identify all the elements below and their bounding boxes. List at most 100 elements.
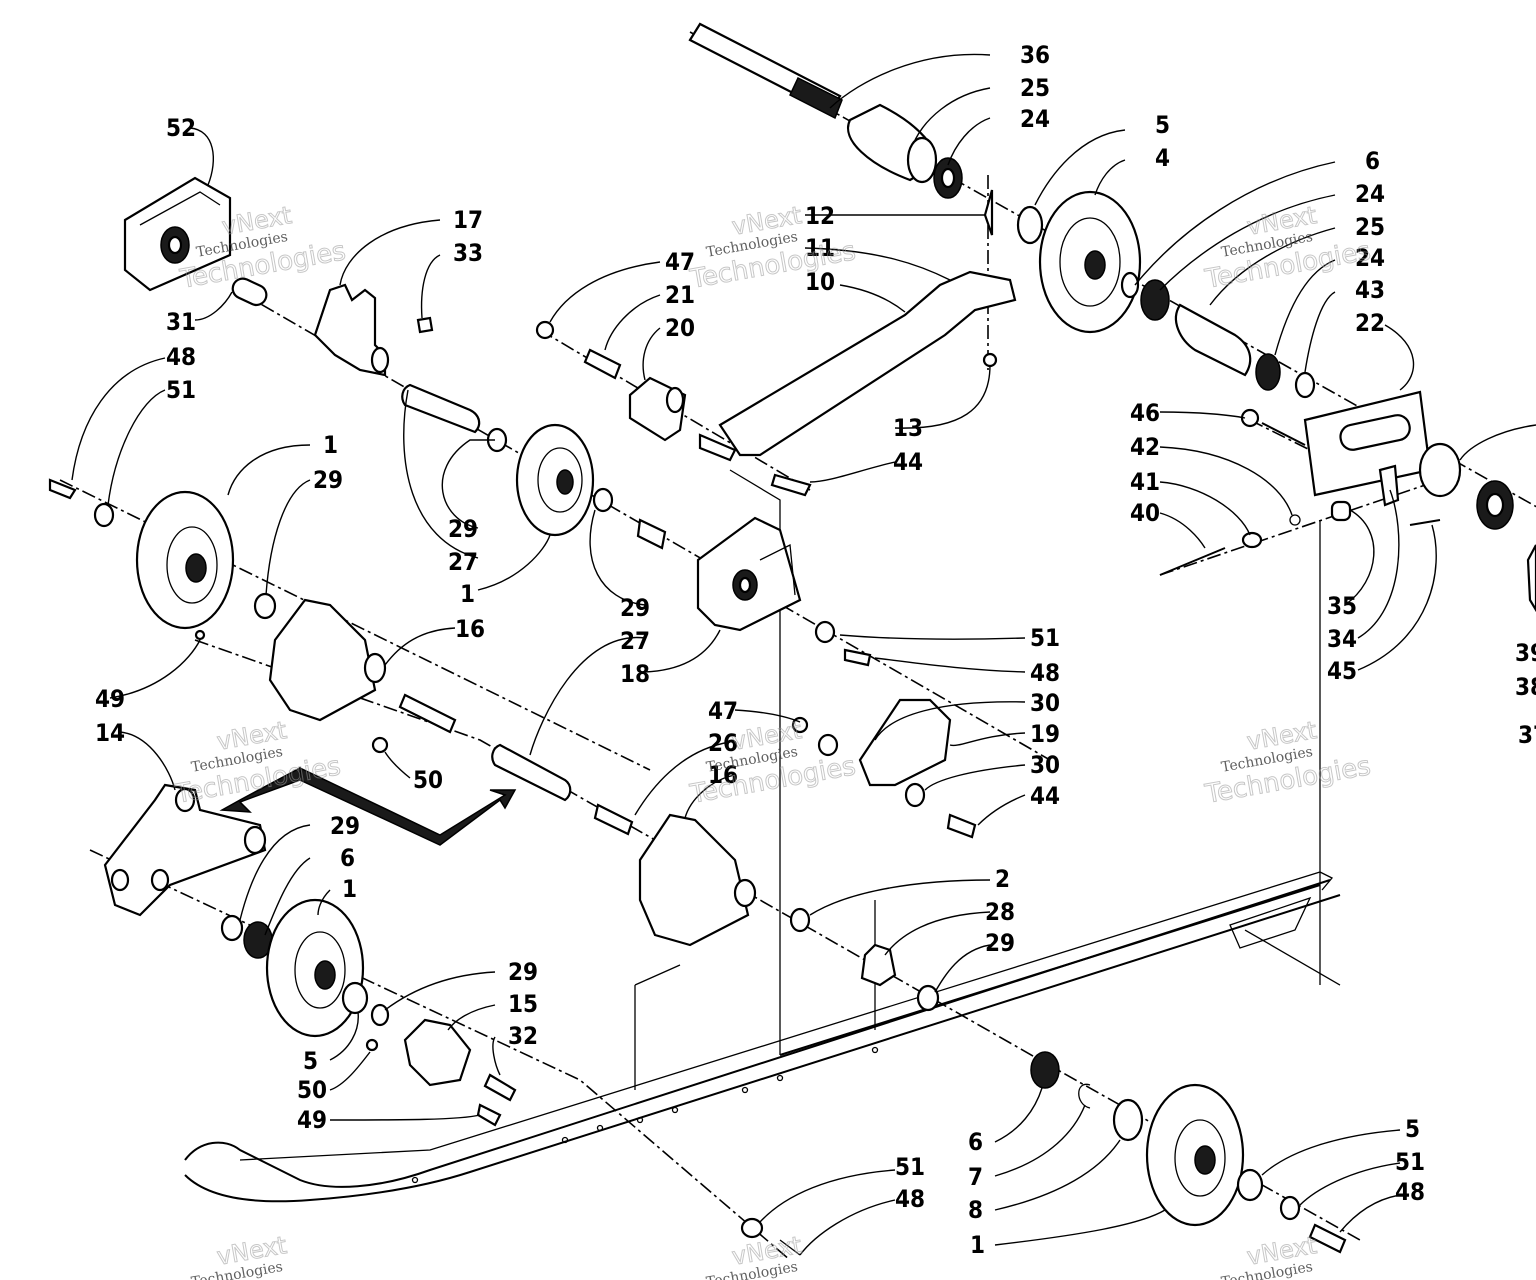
callout-20: 20 [665,314,695,342]
callout-19: 19 [1030,720,1060,748]
block-20 [535,320,687,442]
callout-47: 47 [665,248,695,276]
callout-49: 49 [95,685,125,713]
callout-40: 40 [1130,499,1160,527]
watermark: vNext Technologies Technologies [177,201,349,296]
callout-43: 43 [1355,276,1385,304]
callout-13: 13 [893,414,923,442]
callout-24: 24 [1355,244,1385,272]
callout-29: 29 [330,812,360,840]
shaft-36 [688,22,963,199]
wheel-and-bracket-left [48,478,634,836]
callout-29: 29 [313,466,343,494]
watermark: vNext Technologies Technologies [1202,716,1374,811]
callout-6: 6 [968,1128,983,1156]
callout-16: 16 [708,761,738,789]
callout-26: 26 [708,729,738,757]
callout-25: 25 [1020,74,1050,102]
callout-28: 28 [985,898,1015,926]
callout-32: 32 [508,1022,538,1050]
callout-1: 1 [460,580,475,608]
callout-4: 4 [1155,144,1170,172]
callout-18: 18 [620,660,650,688]
bracket-52 [123,176,268,307]
callout-5: 5 [303,1047,318,1075]
block-19 [791,698,977,839]
callout-48: 48 [895,1185,925,1213]
callout-36: 36 [1020,41,1050,69]
callout-27: 27 [448,548,478,576]
callout-11: 11 [805,234,835,262]
callout-48: 48 [1395,1178,1425,1206]
callout-6: 6 [1365,147,1380,175]
large-wheel-4 [1016,190,1536,613]
callout-44: 44 [1030,782,1060,810]
spacers-upper [401,383,667,550]
callout-49: 49 [297,1106,327,1134]
callout-47: 47 [708,697,738,725]
callout-29: 29 [985,929,1015,957]
callout-8: 8 [968,1196,983,1224]
callout-24: 24 [1020,105,1050,133]
callout-1: 1 [970,1231,985,1259]
watermark: vNext Technologies [1220,1231,1319,1280]
callout-25: 25 [1355,213,1385,241]
callout-51: 51 [166,376,196,404]
slide-rail [184,469,1341,1203]
callout-24: 24 [1355,180,1385,208]
callout-50: 50 [297,1076,327,1104]
callout-38: 38 [1515,673,1536,701]
callout-10: 10 [805,268,835,296]
callout-21: 21 [665,281,695,309]
callout-29: 29 [448,515,478,543]
callout-45: 45 [1327,657,1357,685]
direction-arrows [219,766,517,846]
wheel-bottom-right [740,1051,1347,1256]
callout-42: 42 [1130,433,1160,461]
watermark: vNext Technologies [705,1231,804,1280]
callout-5: 5 [1155,111,1170,139]
arm-10 [698,189,1017,497]
callout-51: 51 [895,1153,925,1181]
callout-34: 34 [1327,625,1357,653]
callout-30: 30 [1030,751,1060,779]
bracket-17 [313,283,434,377]
callout-1: 1 [323,431,338,459]
bracket-16-lower [638,813,940,1012]
callout-41: 41 [1130,468,1160,496]
callout-31: 31 [166,308,196,336]
watermark: vNext Technologies Technologies [172,716,344,811]
callout-48: 48 [166,343,196,371]
callout-44: 44 [893,448,923,476]
callout-7: 7 [968,1163,983,1191]
callout-52: 52 [166,114,196,142]
callout-39: 39 [1515,639,1536,667]
callout-50: 50 [413,766,443,794]
callout-33: 33 [453,239,483,267]
callout-1: 1 [342,875,357,903]
callout-48: 48 [1030,659,1060,687]
callout-17: 17 [453,206,483,234]
callout-12: 12 [805,202,835,230]
callout-35: 35 [1327,592,1357,620]
callout-29: 29 [620,594,650,622]
callout-29: 29 [508,958,538,986]
callout-46: 46 [1130,399,1160,427]
callout-22: 22 [1355,309,1385,337]
wheel-bottom-left [220,898,517,1127]
watermark: vNext Technologies [190,1231,289,1280]
callout-37: 37 [1518,721,1536,749]
callout-16: 16 [455,615,485,643]
callout-51: 51 [1395,1148,1425,1176]
callout-51: 51 [1030,624,1060,652]
callout-27: 27 [620,627,650,655]
callout-2: 2 [995,865,1010,893]
callout-30: 30 [1030,689,1060,717]
link-14 [103,783,267,917]
callout-15: 15 [508,990,538,1018]
watermark: vNext Technologies Technologies [687,716,859,811]
callout-5: 5 [1405,1115,1420,1143]
leader-lines [71,53,1536,1256]
plate-18 [696,516,872,667]
